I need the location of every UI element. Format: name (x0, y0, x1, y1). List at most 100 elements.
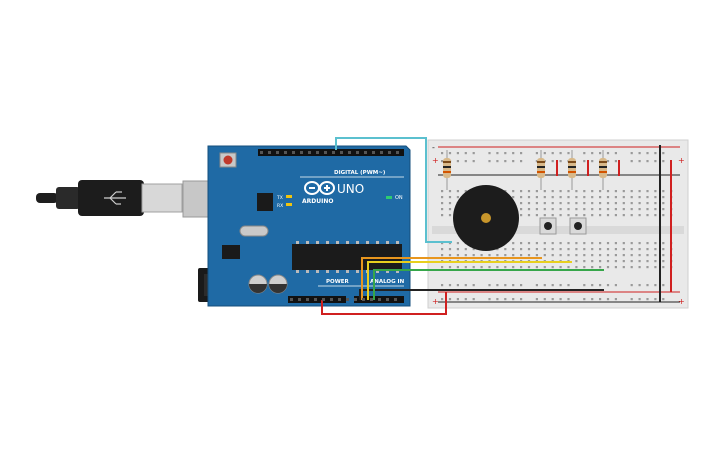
breadboard-hole[interactable] (654, 208, 657, 211)
breadboard-hole[interactable] (591, 196, 594, 199)
rail-hole[interactable] (606, 152, 610, 155)
resistor-3[interactable] (568, 150, 576, 190)
breadboard-hole[interactable] (630, 190, 633, 193)
breadboard-hole[interactable] (456, 248, 459, 251)
breadboard-hole[interactable] (512, 190, 515, 193)
rail-hole[interactable] (512, 284, 515, 287)
rail-hole[interactable] (662, 298, 665, 301)
rail-hole[interactable] (535, 284, 538, 287)
power-analog-pin[interactable] (330, 298, 333, 301)
breadboard-hole[interactable] (630, 248, 633, 251)
rail-hole[interactable] (654, 284, 657, 287)
breadboard-hole[interactable] (448, 248, 452, 251)
rail-hole[interactable] (630, 160, 633, 163)
power-analog-pin[interactable] (346, 298, 349, 301)
breadboard-hole[interactable] (622, 202, 625, 205)
breadboard-hole[interactable] (441, 202, 444, 205)
rail-hole[interactable] (551, 284, 554, 287)
breadboard-hole[interactable] (567, 214, 570, 217)
rail-hole[interactable] (606, 298, 610, 301)
breadboard-hole[interactable] (599, 248, 602, 251)
rail-hole[interactable] (662, 284, 665, 287)
breadboard-hole[interactable] (559, 266, 562, 269)
breadboard-hole[interactable] (488, 254, 491, 257)
breadboard-hole[interactable] (456, 266, 459, 269)
breadboard-hole[interactable] (575, 248, 578, 251)
breadboard-hole[interactable] (662, 208, 665, 211)
rail-hole[interactable] (646, 160, 649, 163)
breadboard-hole[interactable] (535, 214, 538, 217)
rail-hole[interactable] (441, 160, 444, 163)
digital-pin[interactable] (380, 151, 383, 154)
breadboard-hole[interactable] (606, 202, 610, 205)
rail-hole[interactable] (638, 284, 641, 287)
breadboard-hole[interactable] (630, 242, 633, 245)
breadboard-hole[interactable] (520, 242, 523, 245)
rail-hole[interactable] (472, 160, 475, 163)
breadboard-hole[interactable] (448, 202, 452, 205)
wire-yellow[interactable] (367, 261, 572, 300)
breadboard-hole[interactable] (591, 260, 594, 263)
breadboard-hole[interactable] (527, 202, 531, 205)
digital-pin[interactable] (372, 151, 375, 154)
breadboard-hole[interactable] (646, 214, 649, 217)
buzzer[interactable] (453, 185, 519, 251)
power-analog-pin[interactable] (290, 298, 293, 301)
breadboard-hole[interactable] (646, 208, 649, 211)
breadboard-hole[interactable] (551, 214, 554, 217)
breadboard-hole[interactable] (599, 266, 602, 269)
rail-hole[interactable] (441, 152, 444, 155)
rail-hole[interactable] (496, 298, 499, 301)
breadboard-hole[interactable] (654, 266, 657, 269)
breadboard-hole[interactable] (504, 266, 507, 269)
breadboard-hole[interactable] (512, 248, 515, 251)
breadboard-hole[interactable] (551, 202, 554, 205)
breadboard-hole[interactable] (599, 214, 602, 217)
rail-hole[interactable] (448, 284, 452, 287)
rail-hole[interactable] (448, 298, 452, 301)
breadboard-hole[interactable] (441, 196, 444, 199)
rail-hole[interactable] (591, 160, 594, 163)
rail-hole[interactable] (488, 298, 491, 301)
breadboard-hole[interactable] (543, 208, 546, 211)
breadboard-hole[interactable] (575, 214, 578, 217)
rail-hole[interactable] (496, 152, 499, 155)
breadboard-hole[interactable] (448, 208, 452, 211)
breadboard-hole[interactable] (606, 254, 610, 257)
rail-hole[interactable] (464, 284, 467, 287)
digital-pin[interactable] (356, 151, 359, 154)
breadboard-hole[interactable] (441, 208, 444, 211)
breadboard-hole[interactable] (520, 196, 523, 199)
power-analog-pin[interactable] (338, 298, 341, 301)
rail-hole[interactable] (630, 152, 633, 155)
breadboard-hole[interactable] (583, 266, 586, 269)
rail-hole[interactable] (559, 284, 562, 287)
breadboard-hole[interactable] (662, 214, 665, 217)
rail-hole[interactable] (551, 160, 554, 163)
digital-pin[interactable] (340, 151, 343, 154)
breadboard-hole[interactable] (496, 248, 499, 251)
breadboard-hole[interactable] (583, 254, 586, 257)
breadboard-hole[interactable] (441, 190, 444, 193)
breadboard-hole[interactable] (662, 254, 665, 257)
power-analog-pin[interactable] (298, 298, 301, 301)
breadboard-hole[interactable] (606, 242, 610, 245)
breadboard-hole[interactable] (662, 190, 665, 193)
breadboard-hole[interactable] (646, 202, 649, 205)
breadboard-hole[interactable] (599, 190, 602, 193)
rail-hole[interactable] (472, 284, 475, 287)
breadboard-hole[interactable] (559, 242, 562, 245)
breadboard-hole[interactable] (448, 196, 452, 199)
digital-pin[interactable] (276, 151, 279, 154)
breadboard-hole[interactable] (606, 266, 610, 269)
breadboard-hole[interactable] (448, 190, 452, 193)
rail-hole[interactable] (504, 284, 507, 287)
breadboard-hole[interactable] (630, 202, 633, 205)
resistor-4[interactable] (599, 150, 607, 190)
breadboard-hole[interactable] (662, 260, 665, 263)
breadboard-hole[interactable] (606, 196, 610, 199)
breadboard-hole[interactable] (638, 196, 641, 199)
breadboard-hole[interactable] (551, 196, 554, 199)
breadboard-hole[interactable] (543, 202, 546, 205)
breadboard-hole[interactable] (614, 190, 617, 193)
